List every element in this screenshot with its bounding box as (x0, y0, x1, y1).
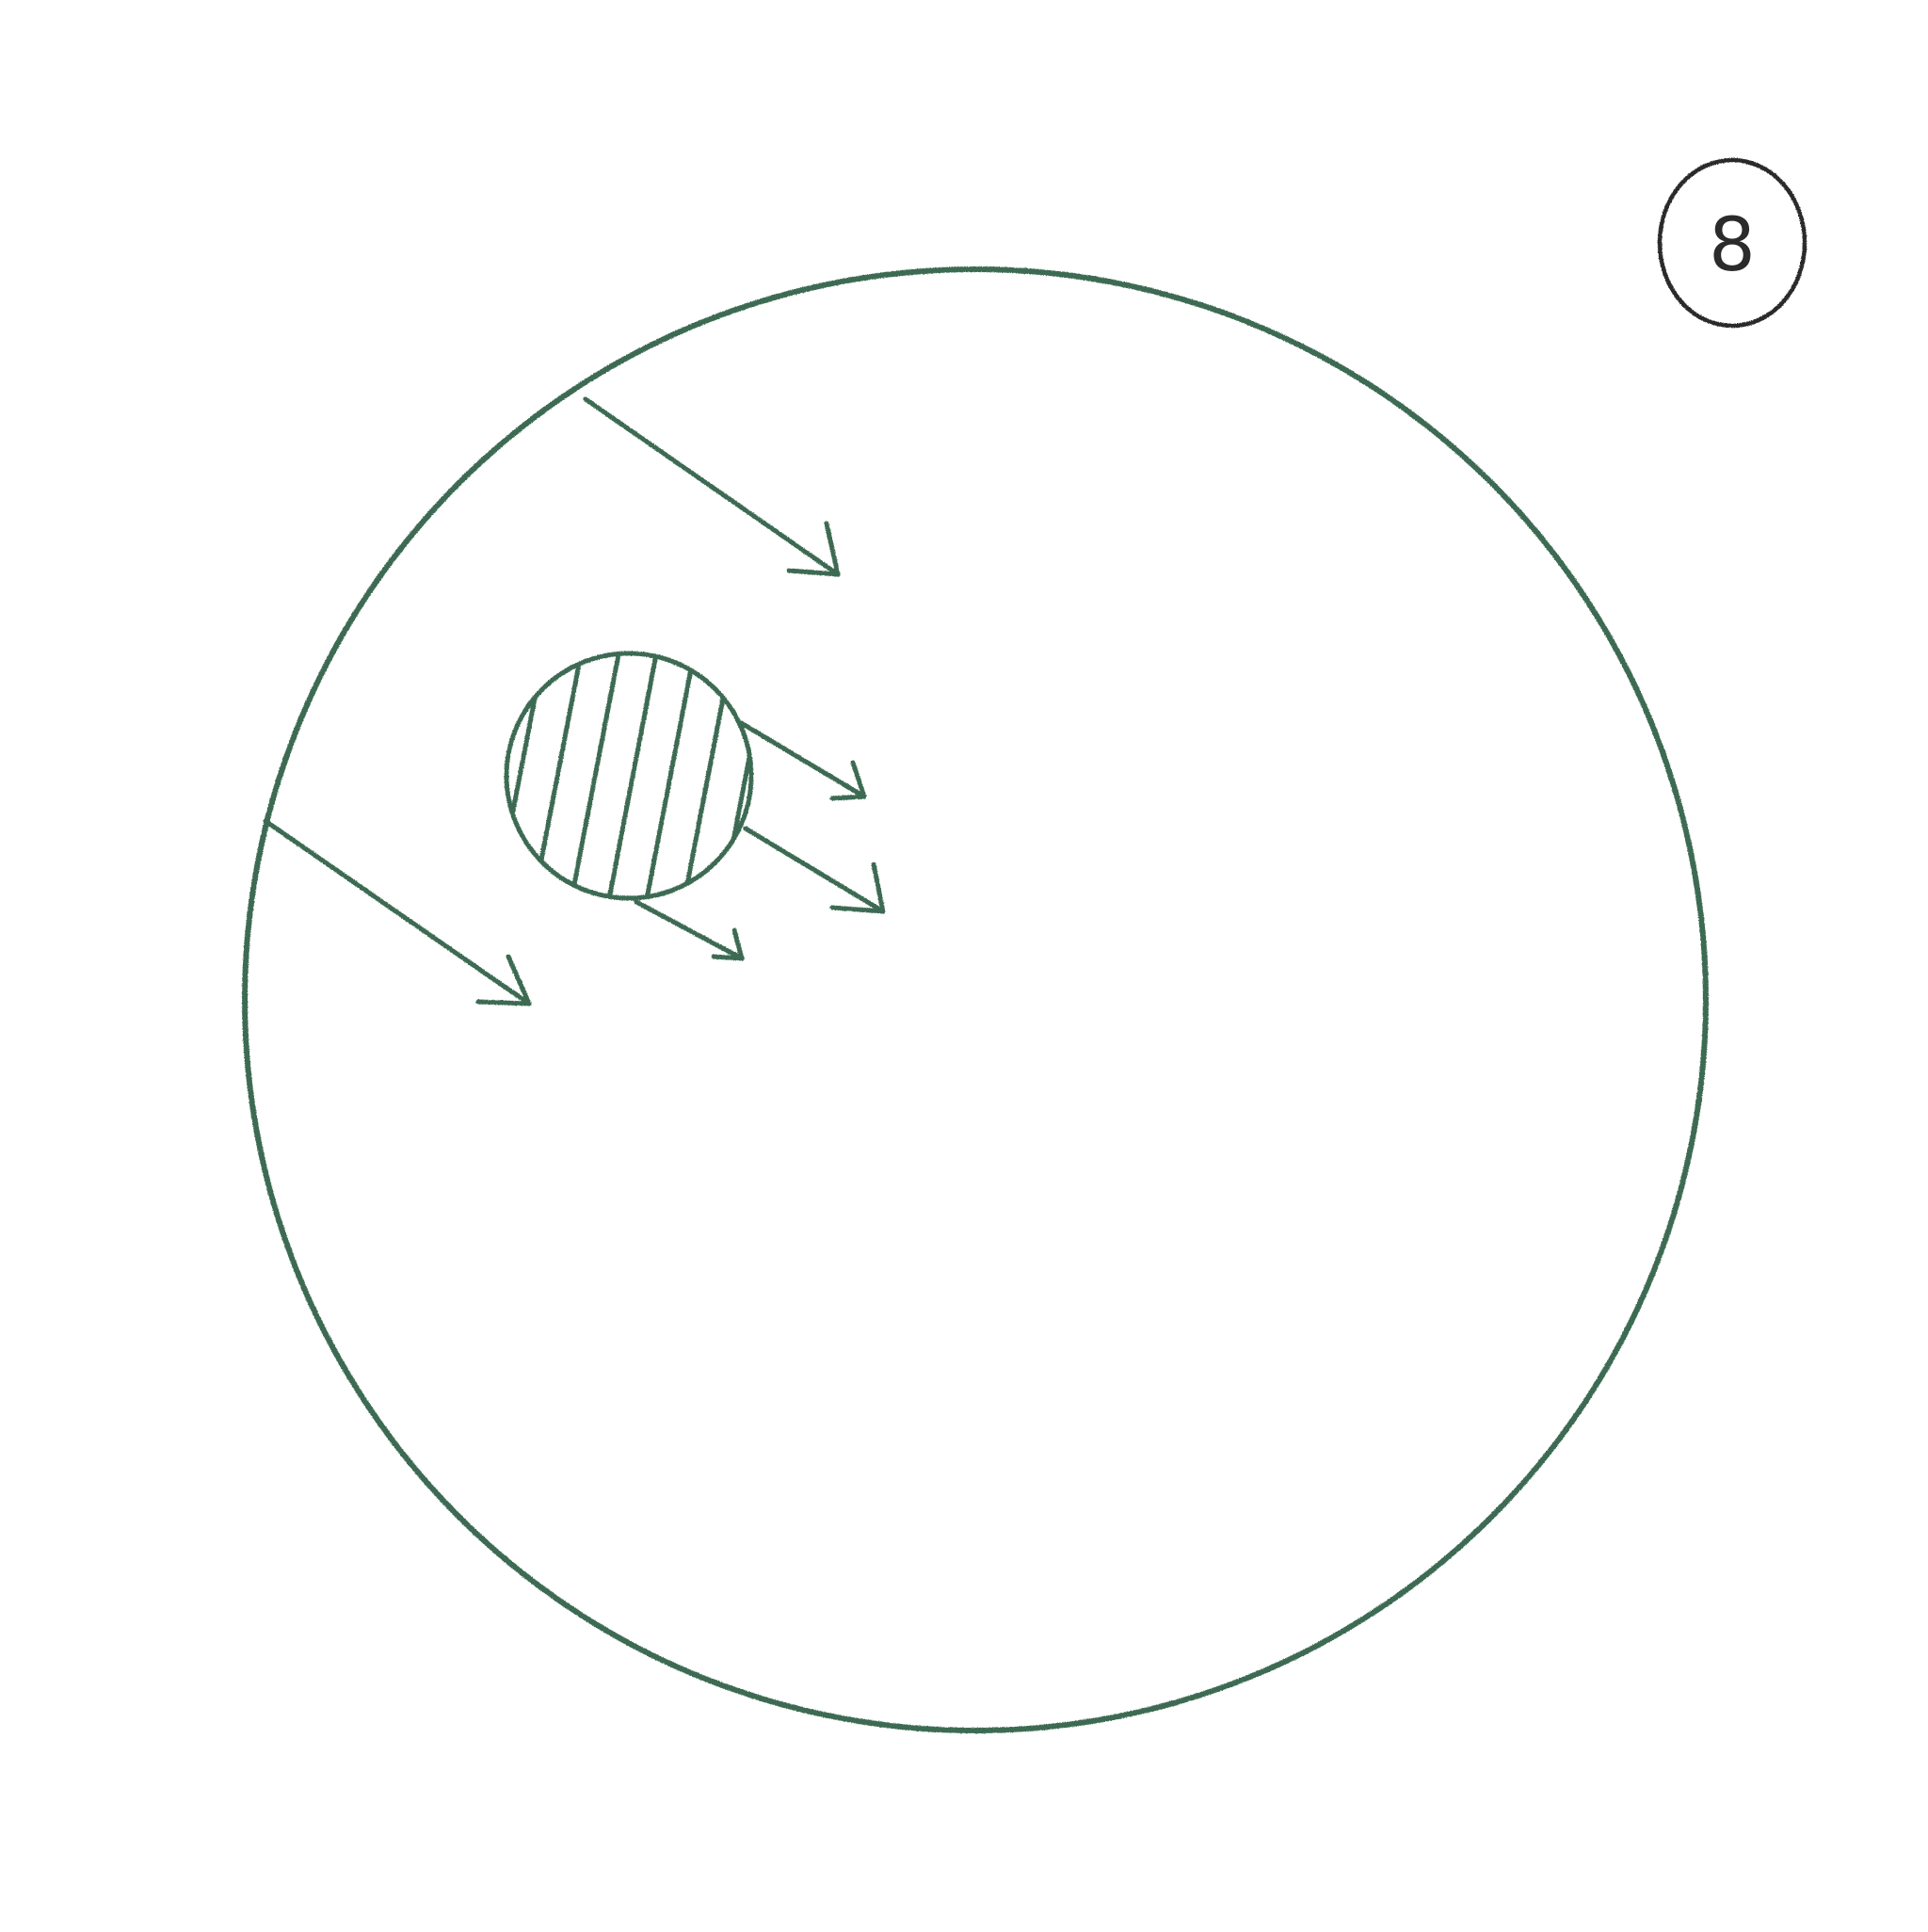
arrow-right-down-icon (743, 826, 886, 914)
hatch-line (718, 653, 751, 898)
small-circle-outline (504, 651, 754, 901)
small-hatched-circle (504, 651, 754, 901)
arrows (263, 396, 886, 1006)
arrow-right-down-icon (735, 718, 867, 801)
large-circle (242, 266, 1709, 1733)
arrow-right-down-icon (263, 818, 532, 1006)
hatch-line (681, 653, 735, 898)
hatch-line (605, 653, 660, 898)
hatch-line (643, 653, 698, 898)
page-number-badge: 8 (1657, 157, 1808, 329)
page-number-label: 8 (1709, 203, 1756, 288)
hatch-line (506, 653, 547, 898)
arrow-right-down-icon (634, 899, 745, 961)
hatch-line (530, 653, 585, 898)
circled-number-icon (1657, 157, 1808, 329)
arrow-right-down-icon (583, 396, 841, 577)
hatching (506, 653, 751, 898)
hatch-line (568, 653, 622, 898)
